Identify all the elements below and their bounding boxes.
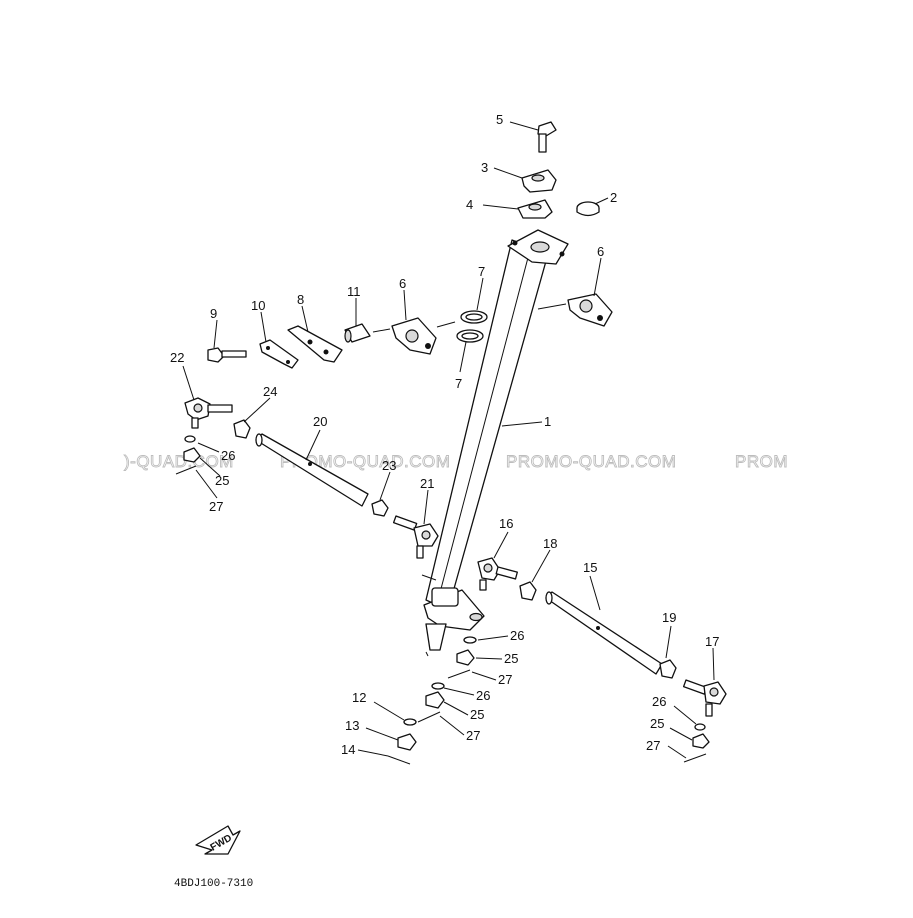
callout-24: 24	[263, 384, 277, 399]
callout-26: 26	[652, 694, 666, 709]
nut-25-a	[456, 649, 475, 666]
washer-26-a	[463, 636, 477, 644]
tie-rod-end-22	[184, 397, 233, 429]
holder-4	[517, 199, 553, 219]
washer-26-b	[431, 682, 445, 690]
tie-rod-end-16	[477, 557, 518, 591]
washer-26-right	[694, 723, 706, 731]
callout-18: 18	[543, 536, 557, 551]
watermark: )-QUAD.COM	[124, 452, 234, 471]
watermark: PROM	[735, 452, 788, 471]
cap-2	[576, 201, 600, 217]
diagram-code: 4BDJ100-7310	[174, 878, 253, 890]
plate-8	[287, 325, 343, 363]
bolt-5	[537, 121, 557, 153]
callout-25: 25	[470, 707, 484, 722]
callout-8: 8	[297, 292, 304, 307]
callout-16: 16	[499, 516, 513, 531]
nut-25-b	[425, 691, 445, 709]
callout-13: 13	[345, 718, 359, 733]
holder-6-left	[391, 317, 437, 355]
leader-lines	[182, 121, 715, 759]
nut-19	[659, 659, 677, 679]
nut-18	[519, 581, 537, 601]
callout-26: 26	[510, 628, 524, 643]
steering-shaft	[421, 229, 569, 657]
callout-25: 25	[650, 716, 664, 731]
callout-4: 4	[466, 197, 473, 212]
watermark: PROMO-QUAD.COM	[280, 452, 450, 471]
callout-26: 26	[221, 448, 235, 463]
callout-14: 14	[341, 742, 355, 757]
callout-6: 6	[597, 244, 604, 259]
callout-27: 27	[209, 499, 223, 514]
pin-27-left	[175, 465, 197, 475]
callout-17: 17	[705, 634, 719, 649]
callout-27: 27	[466, 728, 480, 743]
pin-27-a	[447, 669, 471, 679]
callout-5: 5	[496, 112, 503, 127]
callout-21: 21	[420, 476, 434, 491]
callout-7: 7	[455, 376, 462, 391]
callout-27: 27	[646, 738, 660, 753]
tie-rod-15	[545, 591, 663, 675]
callout-2: 2	[610, 190, 617, 205]
callout-20: 20	[313, 414, 327, 429]
seal-7	[456, 310, 488, 343]
pin-14	[387, 755, 411, 765]
fwd-arrow-icon: FWD	[195, 825, 241, 855]
callout-labels: 5 3 2 4 6 7 11 8 10 9 6 7 22 24 1 20 26 …	[170, 112, 719, 757]
pin-27-right	[683, 753, 707, 763]
collar-11	[344, 323, 371, 343]
washer-12	[403, 718, 417, 726]
nut-25-left	[183, 447, 201, 463]
holder-6-right	[567, 293, 613, 327]
callout-7: 7	[478, 264, 485, 279]
callout-9: 9	[210, 306, 217, 321]
callout-23: 23	[382, 458, 396, 473]
callout-22: 22	[170, 350, 184, 365]
lock-washer-10	[259, 339, 299, 369]
callout-12: 12	[352, 690, 366, 705]
callout-15: 15	[583, 560, 597, 575]
tie-rod-20	[255, 433, 369, 507]
tie-rod-end-17	[682, 679, 727, 717]
nut-13	[397, 733, 417, 751]
callout-25: 25	[215, 473, 229, 488]
nut-24	[233, 419, 251, 439]
watermark: PROMO-QUAD.COM	[506, 452, 676, 471]
callout-1: 1	[544, 414, 551, 429]
callout-25: 25	[504, 651, 518, 666]
pin-27-b	[417, 711, 441, 723]
nut-23	[371, 499, 389, 517]
holder-3	[521, 169, 557, 193]
washer-26-left	[184, 435, 196, 443]
nut-25-right	[692, 733, 710, 749]
callout-26: 26	[476, 688, 490, 703]
bolt-9	[207, 347, 247, 363]
callout-10: 10	[251, 298, 265, 313]
callout-11: 11	[347, 284, 361, 299]
callout-27: 27	[498, 672, 512, 687]
callout-3: 3	[481, 160, 488, 175]
callout-19: 19	[662, 610, 676, 625]
callout-6: 6	[399, 276, 406, 291]
tie-rod-end-21	[392, 515, 439, 559]
